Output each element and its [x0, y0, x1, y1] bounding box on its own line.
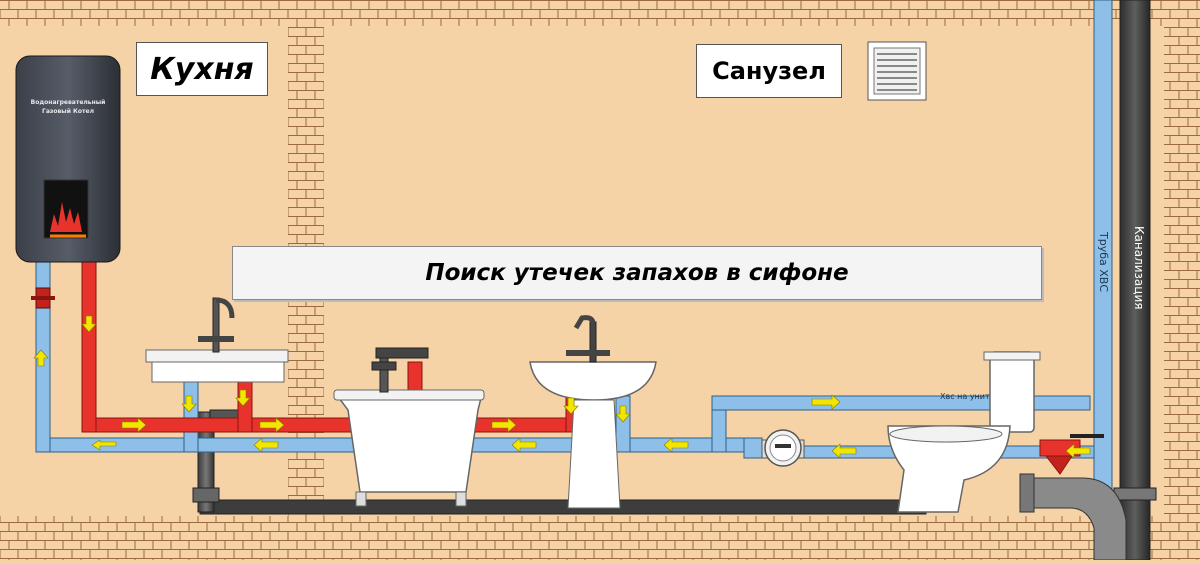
- sewer-riser-collar: [1113, 487, 1157, 501]
- heater-valve-handle: [31, 296, 55, 300]
- page-title: Поиск утечек запахов в сифоне: [232, 246, 1042, 300]
- kitchen-sink: [145, 297, 289, 383]
- washbasin: [529, 315, 657, 509]
- wall-top: [0, 0, 1165, 26]
- sewer-label: Канализация: [1132, 226, 1146, 310]
- cold-riser-label: Труба ХВС: [1097, 232, 1110, 292]
- toilet: [887, 351, 1041, 513]
- floor: [0, 516, 1200, 560]
- room-label-bathroom: Санузел: [696, 44, 842, 98]
- vent-grille: [867, 41, 927, 101]
- drain-pipes: [192, 409, 1127, 561]
- gas-water-heater: [15, 55, 121, 263]
- wall-right: [1164, 0, 1200, 560]
- flame-icon: [50, 202, 82, 232]
- water-heater-label: Водонагревательный Газовый Котел: [30, 99, 106, 115]
- flow-arrows: [33, 315, 1091, 459]
- bathtub: [333, 347, 485, 507]
- water-meter: [761, 429, 805, 467]
- room-label-kitchen: Кухня: [136, 42, 268, 96]
- sewer-riser: [1119, 0, 1151, 561]
- cold-to-toilet-label: Хвс на унит: [940, 392, 990, 401]
